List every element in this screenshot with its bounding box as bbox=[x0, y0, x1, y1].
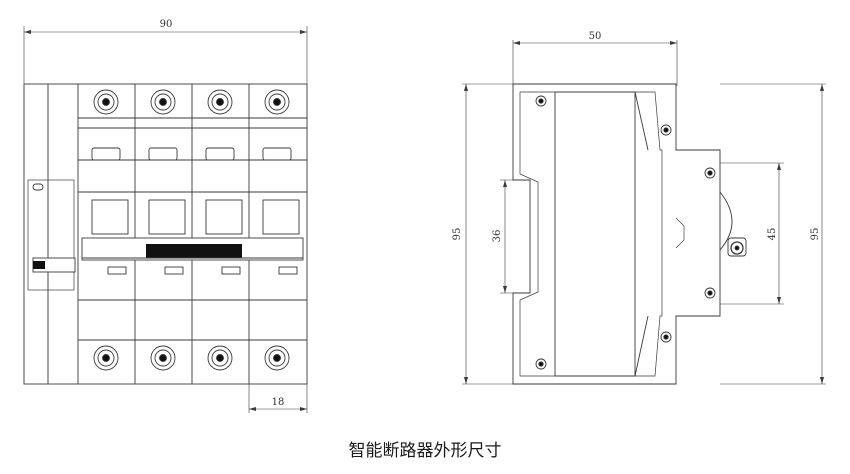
height-label-right: 95 bbox=[810, 228, 821, 241]
cover-label: 45 bbox=[767, 228, 778, 241]
front-view bbox=[23, 26, 308, 413]
side-view bbox=[462, 40, 826, 385]
rail-label: 36 bbox=[492, 230, 503, 243]
depth-label: 50 bbox=[589, 31, 602, 42]
height-label-left: 95 bbox=[452, 228, 463, 241]
module-width-label: 18 bbox=[272, 397, 285, 408]
lower-terminals bbox=[93, 345, 290, 371]
front-width-label: 90 bbox=[160, 19, 173, 30]
figure-caption: 智能断路器外形尺寸 bbox=[348, 441, 502, 461]
upper-terminals bbox=[93, 89, 290, 115]
